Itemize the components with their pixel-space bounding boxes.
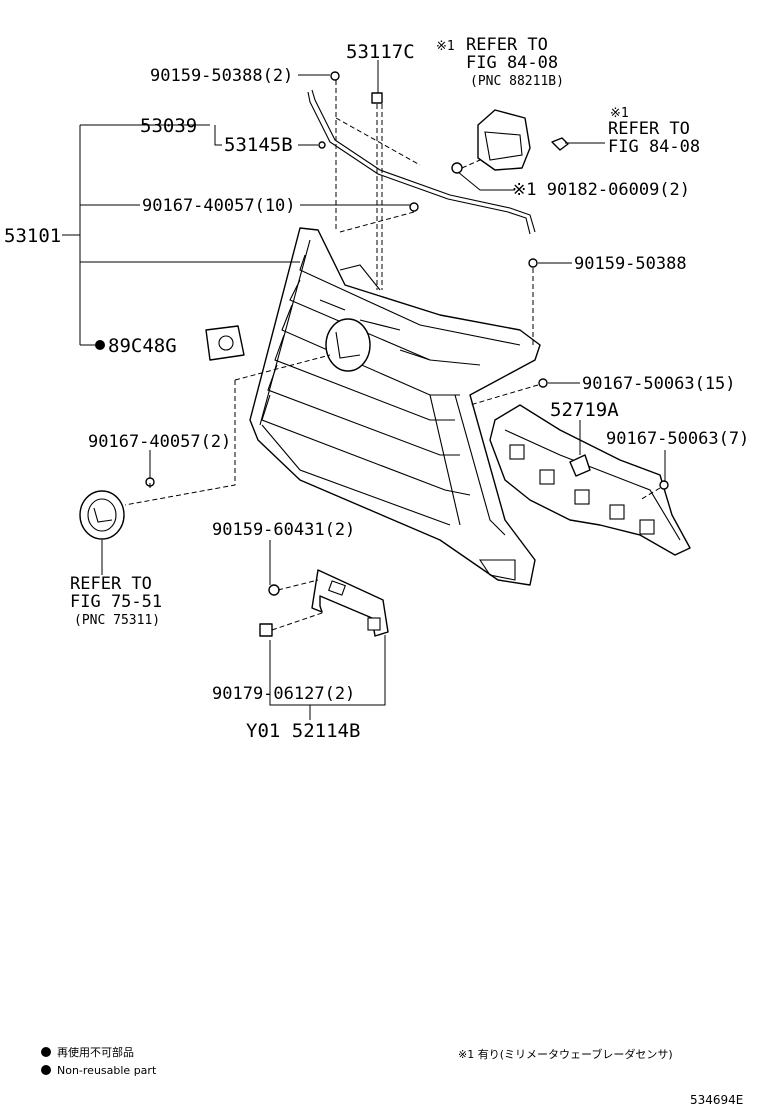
label-89C48G: 89C48G [108,335,177,357]
diagram-id: 534694E [690,1093,743,1107]
label-90159-60431-2: 90159-60431(2) [212,520,355,540]
refer-left-line1: REFER TO [70,574,152,594]
label-53101: 53101 [4,225,61,247]
assembly-lines [124,80,661,631]
label-90167-50063-7: 90167-50063(7) [606,429,749,449]
radar-sensor-bracket [451,109,569,174]
clip-89C48G [205,325,245,361]
label-90167-40057-2: 90167-40057(2) [88,432,231,452]
refer-top-line1: REFER TO [466,35,548,55]
refer-top-line2: FIG 84-08 [466,53,558,73]
label-90159-50388: 90159-50388 [574,254,687,274]
license-plate-bracket [311,569,389,637]
label-Y01-52114B: Y01 52114B [246,720,360,742]
label-90182-06009-2: ※1 90182-06009(2) [512,180,690,200]
refer-right-line1: REFER TO [608,119,690,139]
fasteners [145,71,669,637]
label-53117C: 53117C [346,41,415,63]
grille-support-bracket [489,404,691,556]
emblem-mount [325,318,371,372]
legend-dot-en [41,1065,51,1075]
non-reusable-marker [95,340,105,350]
legend-en: Non-reusable part [57,1064,157,1077]
label-90179-06127-2: 90179-06127(2) [212,684,355,704]
refer-left-line3: (PNC 75311) [74,613,160,628]
label-53039: 53039 [140,115,197,137]
refer-right-mark: ※1 [610,106,629,121]
label-52719A: 52719A [550,399,619,421]
refer-left-line2: FIG 75-51 [70,592,162,612]
label-90167-40057-10: 90167-40057(10) [142,196,296,216]
refer-right-line2: FIG 84-08 [608,137,700,157]
label-90167-50063-15: 90167-50063(15) [582,374,736,394]
refer-top-line3: (PNC 88211B) [470,74,564,89]
label-53145B: 53145B [224,134,293,156]
legend-jp: 再使用不可部品 [57,1045,134,1059]
emblem [79,490,125,540]
legend-dot-jp [41,1047,51,1057]
radiator-grille-assembly [249,227,541,586]
refer-top-mark: ※1 [436,39,455,54]
leader-lines [62,60,666,720]
grille-molding [307,89,536,235]
legend-note: ※1 有り(ミリメータウェーブレーダセンサ) [458,1047,673,1061]
label-90159-50388-2: 90159-50388(2) [150,66,293,86]
